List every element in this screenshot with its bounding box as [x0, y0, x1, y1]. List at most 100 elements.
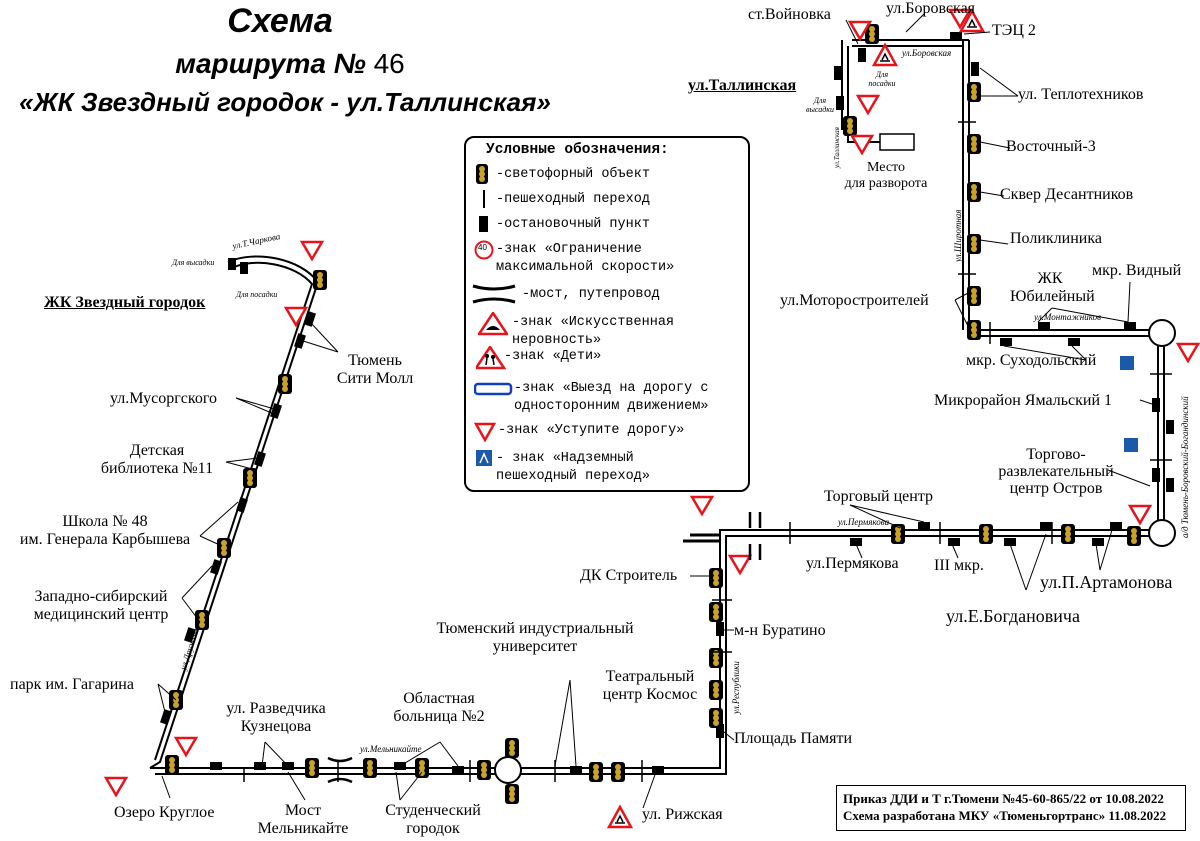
street-label-melnikayte: ул.Мельникайте — [360, 744, 422, 754]
stop-label-l1: Студенческий — [385, 802, 481, 819]
terminal-start-label: ЖК Звездный городок — [44, 294, 206, 311]
stop-ozero-krugloe: Озеро Круглое — [114, 804, 215, 821]
stop-label-l2: больница №2 — [393, 708, 485, 725]
speed-bump-sign-icon — [478, 312, 508, 336]
order-line-1: Приказ ДДИ и Т г.Тюмени №45-60-865/22 от… — [843, 791, 1164, 806]
crosswalks — [243, 121, 1172, 782]
stop-label-l1: Тюмень — [348, 352, 402, 369]
stop-label-l2: развлекательный — [998, 463, 1114, 480]
bridges — [327, 512, 762, 784]
stop-label-l1: Мост — [284, 802, 322, 819]
legend-label: -мост, путепровод — [522, 287, 660, 302]
yield-sign-icon — [474, 422, 497, 442]
stop-borovskaya: ул.Боровская — [886, 0, 976, 17]
stop-artamonova: ул.П.Артамонова — [1040, 572, 1173, 592]
stop-label-l1: Торгово- — [1026, 446, 1086, 463]
roundabout-ostrov — [1148, 519, 1176, 547]
stop-poliklinika: Поликлиника — [1010, 230, 1102, 247]
street-label-highway: а/д Тюмень-Боровский-Богандинский — [1180, 396, 1190, 538]
legend-title: Условные обозначения: — [486, 142, 669, 158]
stop-label-l2: Юбилейный — [1010, 288, 1095, 305]
route-number: 46 — [373, 48, 405, 79]
route-endpoints-title: «ЖК Звездный городок - ул.Таллинская» — [19, 87, 551, 117]
overpass-crossing-icon — [476, 450, 492, 466]
stop-vidny: мкр. Видный — [1092, 262, 1182, 279]
stop-skver-desantnikov: Сквер Десантников — [1000, 186, 1134, 203]
stop-trade-center: Торговый центр — [824, 488, 934, 505]
bus-stop-icon — [479, 216, 488, 232]
overpass-crossing-signs — [1120, 356, 1138, 452]
stop-label-l2: Сити Молл — [336, 370, 414, 387]
stop-label-l2: центр Космос — [602, 686, 698, 703]
stop-label-l2: библиотека №11 — [100, 460, 214, 477]
one-way-exit-sign-icon — [474, 382, 513, 396]
legend-label-continued: максимальной скорости» — [496, 260, 675, 275]
stop-iii-mkr: III мкр. — [934, 557, 984, 574]
order-info-box: Приказ ДДИ и Т г.Тюмени №45-60-865/22 от… — [836, 785, 1186, 831]
stop-label-l1: ул. Разведчика — [226, 700, 326, 717]
boarding-label-pickup-end: Для посадки — [868, 70, 896, 88]
boarding-label-dropoff-start: Для высадки — [172, 258, 215, 267]
boarding-label-dropoff-end: Для высадки — [805, 96, 835, 114]
legend-label: -знак «Выезд на дорогу с — [514, 381, 709, 396]
map-title: Схема — [227, 2, 333, 40]
stop-label-l2: университет — [492, 638, 578, 655]
crosswalk-icon — [483, 190, 485, 208]
stop-label-l2: городок — [406, 820, 460, 837]
stop-label-l1: ЖК — [1037, 270, 1063, 287]
legend-label: -знак «Дети» — [504, 349, 602, 364]
legend-label: -знак «Уступите дорогу» — [498, 423, 685, 438]
label-leaders — [157, 13, 1153, 809]
stop-label-l2: Мельникайте — [257, 820, 349, 837]
stop-permyakova: ул.Пермякова — [806, 555, 899, 572]
stop-bogdanovicha: ул.Е.Богдановича — [946, 606, 1080, 626]
stop-dk-stroitel: ДК Строитель — [580, 567, 678, 584]
stop-sukhodolsky: мкр. Суходольский — [966, 352, 1097, 369]
roundabout-tiu — [494, 756, 522, 784]
legend-label-continued: пешеходный переход» — [496, 469, 650, 484]
legend-label: -светофорный объект — [496, 167, 650, 182]
stop-teplotekhnikov: ул. Теплотехников — [1018, 86, 1144, 103]
route-label: маршрута № — [175, 48, 366, 79]
legend-label: -пешеходный переход — [496, 192, 650, 207]
street-label-permyakova: ул.Пермякова — [838, 517, 890, 527]
stop-label-l1: Западно-сибирский — [34, 588, 168, 605]
stop-pamyati: Площадь Памяти — [734, 730, 853, 747]
street-label-tallinskaya: ул.Таллинская — [833, 127, 841, 168]
turnaround-label-l1: Место — [867, 160, 905, 175]
stop-vostochny-3: Восточный-3 — [1006, 138, 1096, 155]
stop-motorostroiteley: ул.Моторостроителей — [780, 292, 929, 309]
street-label-respubliki: ул.Республики — [731, 661, 741, 714]
stop-voynovka: ст.Войновка — [748, 6, 831, 23]
stop-label-l1: Детская — [129, 442, 185, 459]
legend-label-continued: односторонним движением» — [514, 399, 709, 414]
stop-musorgskogo: ул.Мусоргского — [110, 390, 217, 407]
stop-buratino: м-н Буратино — [734, 622, 826, 639]
stop-gagarin-park: парк им. Гагарина — [10, 676, 134, 693]
boarding-label-pickup-start: Для посадки — [236, 290, 278, 299]
stop-yamalsky: Микрорайон Ямальский 1 — [934, 392, 1112, 409]
legend-label-continued: неровность» — [512, 333, 602, 348]
speed-limit-value: 40 — [478, 243, 487, 252]
speed-limit-sign-icon — [474, 240, 494, 260]
order-line-2: Схема разработана МКУ «Тюменьгортранс» 1… — [843, 808, 1167, 823]
street-label-shirotnaya: ул.Широтная — [953, 209, 963, 262]
stop-label-l1: Тюменский индустриальный — [436, 620, 634, 637]
terminal-end-label: ул.Таллинская — [688, 77, 797, 94]
route-number-title: маршрута № 46 — [140, 48, 440, 80]
stop-label-l3: центр Остров — [1009, 480, 1103, 497]
street-label-montazhnikov: ул.Монтажников — [1034, 312, 1101, 322]
legend: Условные обозначения: -светофорный объек… — [464, 136, 750, 492]
